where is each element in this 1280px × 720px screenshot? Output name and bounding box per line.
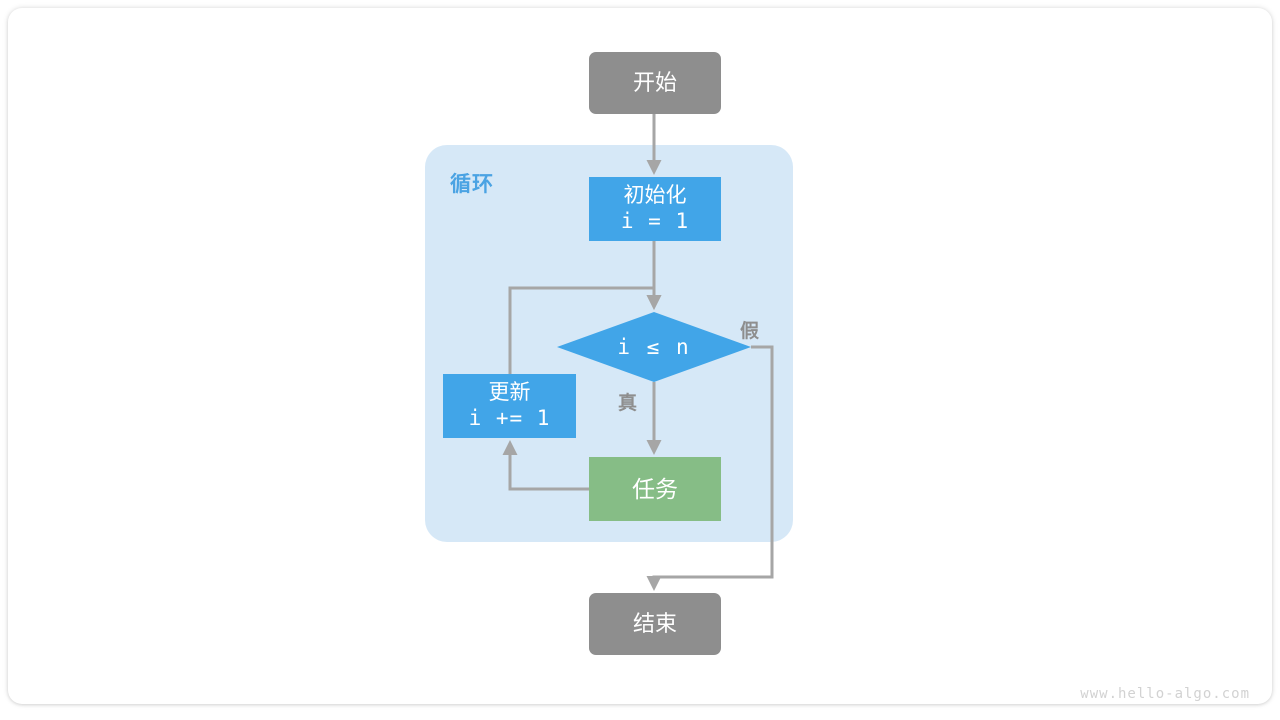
node-initialize-label-line2: i = 1 [620, 209, 690, 233]
loop-container-label: 循环 [450, 173, 494, 196]
node-condition-label: i ≤ n [617, 335, 691, 359]
node-update[interactable]: 更新 i += 1 [443, 374, 576, 438]
node-end-label: 结束 [632, 610, 677, 636]
node-update-label-line1: 更新 [488, 381, 531, 405]
edge-label-true: 真 [618, 393, 638, 414]
node-initialize-label-line1: 初始化 [623, 184, 687, 208]
node-start[interactable]: 开始 [589, 52, 721, 114]
edge-update-to-condition [508, 286, 662, 374]
watermark-url: www.hello-algo.com [1080, 686, 1250, 702]
edge-condition-false-to-end [646, 345, 774, 591]
node-start-label: 开始 [632, 69, 677, 95]
node-condition[interactable]: i ≤ n [557, 312, 751, 382]
node-task-label: 任务 [632, 475, 678, 502]
edge-label-false: 假 [740, 321, 760, 342]
node-initialize[interactable]: 初始化 i = 1 [589, 177, 721, 241]
node-task[interactable]: 任务 [589, 457, 721, 521]
edge-task-to-update [502, 440, 589, 491]
node-end[interactable]: 结束 [589, 593, 721, 655]
node-update-label-line2: i += 1 [468, 406, 551, 430]
